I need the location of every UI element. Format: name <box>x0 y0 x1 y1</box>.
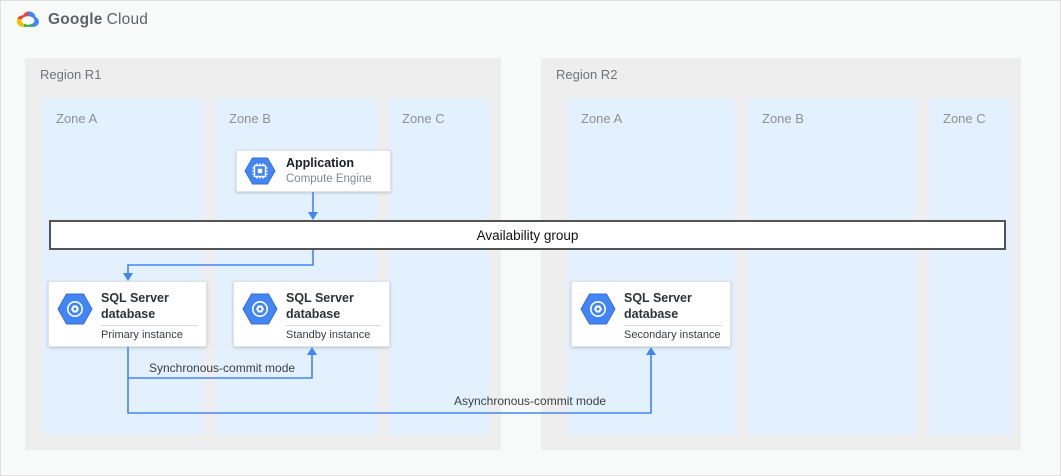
application-title: Application <box>286 156 355 170</box>
application-subtitle: Compute Engine <box>286 172 372 185</box>
region-r2-zone-c: Zone C <box>929 98 1011 435</box>
compute-engine-icon <box>244 157 276 185</box>
region-r2-label: Region R2 <box>556 67 618 82</box>
sql-standby-node: SQL Server database Standby instance <box>233 281 390 347</box>
sql-secondary-node: SQL Server database Secondary instance <box>571 281 731 347</box>
divider <box>101 325 198 327</box>
sql-primary-instance: Primary instance <box>101 329 183 342</box>
brand-cloud-text: Cloud <box>106 10 149 28</box>
region-r1-zone-a: Zone A <box>42 98 203 435</box>
region-r1-zone-b: Zone B <box>215 98 377 435</box>
sql-server-icon <box>242 291 286 340</box>
divider <box>286 325 381 327</box>
zone-label: Zone B <box>762 111 804 126</box>
divider <box>624 325 722 327</box>
zone-label: Zone C <box>943 111 986 126</box>
brand-google-text: Google <box>48 10 103 28</box>
sql-standby-title: SQL Server database <box>286 291 354 321</box>
zone-label: Zone B <box>229 111 271 126</box>
region-r1-label: Region R1 <box>40 67 102 82</box>
sql-standby-instance: Standby instance <box>286 329 371 342</box>
sql-server-icon <box>580 291 624 340</box>
availability-group-label: Availability group <box>476 227 579 243</box>
async-commit-label: Asynchronous-commit mode <box>454 394 607 408</box>
google-cloud-icon <box>15 9 41 30</box>
sql-secondary-instance: Secondary instance <box>624 329 721 342</box>
sql-server-icon <box>57 291 101 340</box>
region-r1-zone-c: Zone C <box>388 98 489 435</box>
sql-primary-node: SQL Server database Primary instance <box>48 281 207 347</box>
zone-label: Zone C <box>402 111 445 126</box>
application-node: Application Compute Engine <box>236 150 391 192</box>
zone-label: Zone A <box>56 111 98 126</box>
sync-commit-label: Synchronous-commit mode <box>149 361 296 375</box>
availability-group-bar: Availability group <box>49 220 1006 250</box>
sql-secondary-title: SQL Server database <box>624 291 692 321</box>
zone-label: Zone A <box>581 111 623 126</box>
region-r2-zone-b: Zone B <box>748 98 916 435</box>
sql-primary-title: SQL Server database <box>101 291 169 321</box>
region-r2-zone-a: Zone A <box>567 98 735 435</box>
